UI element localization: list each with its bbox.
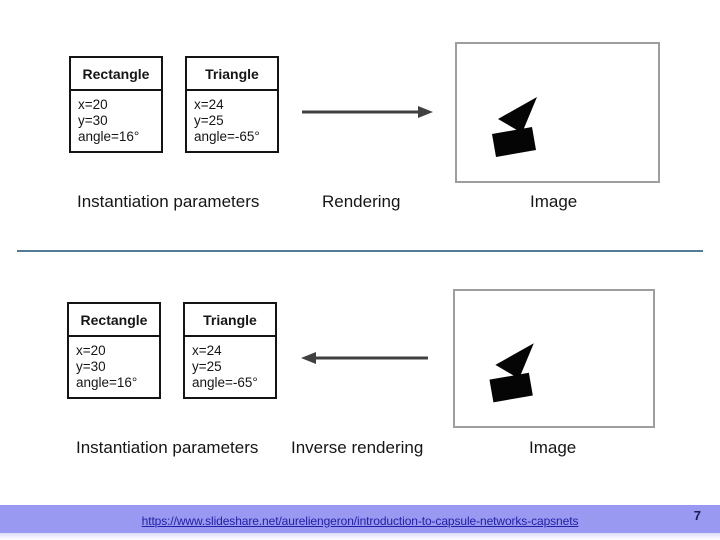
- triangle-param-box: Triangle x=24 y=25 angle=-65°: [183, 302, 277, 399]
- param-box-body: x=24 y=25 angle=-65°: [185, 337, 275, 391]
- caption-image: Image: [529, 438, 577, 457]
- param-line: x=20: [76, 343, 106, 358]
- caption-instantiation-parameters: Instantiation parameters: [76, 438, 259, 457]
- param-line: angle=-65°: [194, 129, 260, 144]
- param-box-body: x=24 y=25 angle=-65°: [187, 91, 277, 145]
- rectangle-shape: [492, 127, 536, 157]
- footer-bar: https://www.slideshare.net/aureliengeron…: [0, 505, 720, 533]
- param-line: angle=-65°: [192, 375, 258, 390]
- param-line: x=20: [78, 97, 108, 112]
- param-line: angle=16°: [76, 375, 138, 390]
- param-box-title: Triangle: [185, 304, 275, 337]
- param-box-title: Rectangle: [69, 304, 159, 337]
- param-box-title: Triangle: [187, 58, 277, 91]
- param-box-title: Rectangle: [71, 58, 161, 91]
- right-arrow-icon: [302, 104, 434, 120]
- param-line: x=24: [192, 343, 222, 358]
- footer-bottom-edge: [0, 533, 720, 540]
- param-line: x=24: [194, 97, 224, 112]
- triangle-param-box: Triangle x=24 y=25 angle=-65°: [185, 56, 279, 153]
- param-line: y=30: [78, 113, 108, 128]
- rectangle-shape: [489, 372, 533, 403]
- caption-image: Image: [530, 192, 578, 211]
- triangle-shape: [495, 343, 534, 379]
- rectangle-param-box: Rectangle x=20 y=30 angle=16°: [69, 56, 163, 153]
- footer-url-link[interactable]: https://www.slideshare.net/aureliengeron…: [141, 513, 579, 528]
- triangle-shape: [498, 97, 537, 133]
- caption-rendering: Rendering: [322, 192, 401, 211]
- param-line: y=30: [76, 359, 106, 374]
- image-frame: [453, 289, 655, 428]
- rectangle-param-box: Rectangle x=20 y=30 angle=16°: [67, 302, 161, 399]
- param-line: y=25: [192, 359, 222, 374]
- left-arrow-icon: [301, 350, 429, 366]
- caption-inverse-rendering: Inverse rendering: [291, 438, 424, 457]
- image-frame: [455, 42, 660, 183]
- caption-instantiation-parameters: Instantiation parameters: [77, 192, 260, 211]
- page-number: 7: [693, 508, 701, 523]
- param-line: y=25: [194, 113, 224, 128]
- param-line: angle=16°: [78, 129, 140, 144]
- param-box-body: x=20 y=30 angle=16°: [69, 337, 159, 391]
- param-box-body: x=20 y=30 angle=16°: [71, 91, 161, 145]
- section-divider: [17, 250, 703, 252]
